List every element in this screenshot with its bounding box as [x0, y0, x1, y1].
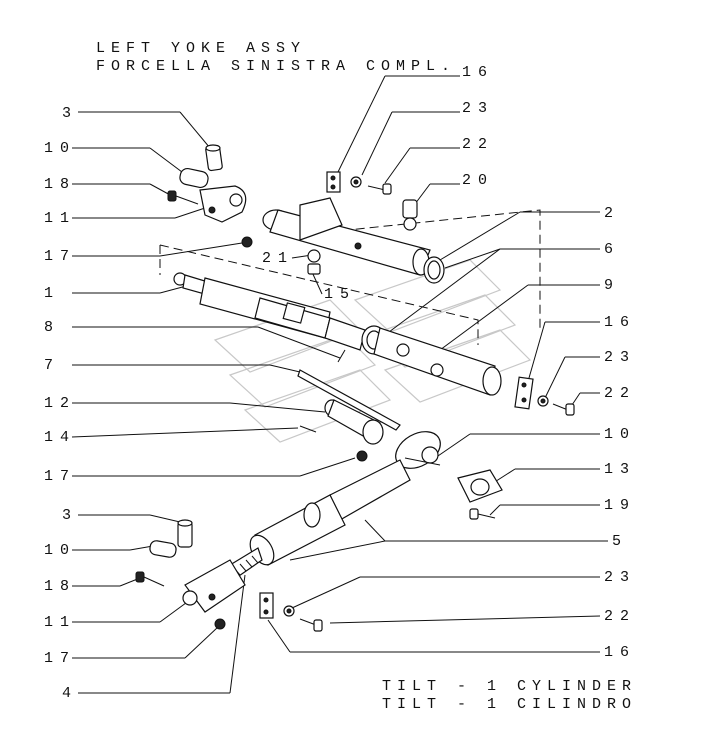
- screw-22-right: [552, 403, 575, 416]
- pin-8: [337, 349, 346, 363]
- callout-label: 17: [44, 248, 76, 265]
- callout-label: 4: [62, 685, 78, 702]
- callout-label: 5: [612, 533, 628, 550]
- callout-label: 19: [604, 497, 636, 514]
- callout-label: 3: [62, 105, 78, 122]
- callout-label: 21: [262, 250, 294, 267]
- left-callouts: 3 10 18 11 17 1 8 7 12 14 17 3 10 18 11 …: [44, 105, 356, 702]
- washer-23-bottom: [283, 605, 295, 617]
- callout-label: 13: [604, 461, 636, 478]
- callout-label: 10: [604, 426, 636, 443]
- callout-label: 8: [44, 319, 60, 336]
- callout-label: 15: [324, 286, 356, 303]
- footer-title-it: TILT - 1 CILINDRO: [382, 696, 637, 713]
- callout-label: 23: [462, 100, 494, 117]
- flange-13: [457, 469, 503, 503]
- rod-upper: [173, 272, 366, 351]
- header-title-en: LEFT YOKE ASSY: [96, 40, 306, 57]
- callout-label: 22: [604, 385, 636, 402]
- bushing-top: [179, 167, 209, 189]
- plate-right: [514, 376, 534, 410]
- yoke-bottom: [182, 559, 246, 613]
- screw-top: [167, 190, 199, 205]
- callout-label: 16: [462, 64, 494, 81]
- washer-23-right: [537, 395, 549, 407]
- clevis-10-mid: [395, 431, 441, 469]
- screw-19: [469, 508, 496, 520]
- plate-top: [326, 171, 341, 193]
- callout-label: 17: [44, 650, 76, 667]
- callout-label: 12: [44, 395, 76, 412]
- callout-label: 6: [604, 241, 620, 258]
- callout-label: 9: [604, 277, 620, 294]
- callout-label: 18: [44, 578, 76, 595]
- callout-label: 22: [462, 136, 494, 153]
- cylinder-lower: [249, 459, 411, 566]
- callout-label: 22: [604, 608, 636, 625]
- callout-label: 23: [604, 349, 636, 366]
- callout-label: 23: [604, 569, 636, 586]
- callout-label: 11: [44, 210, 76, 227]
- pin-3-bottom: [177, 519, 193, 548]
- callout-label: 7: [44, 357, 60, 374]
- callout-label: 11: [44, 614, 76, 631]
- nut-17-mid: [356, 450, 368, 462]
- callout-label: 20: [462, 172, 494, 189]
- callout-label: 1: [44, 285, 60, 302]
- screw-22-bottom: [299, 618, 323, 632]
- footer-title-en: TILT - 1 CYLINDER: [382, 678, 637, 695]
- seal-ring: [423, 256, 445, 284]
- callout-label: 2: [604, 205, 620, 222]
- callout-label: 16: [604, 644, 636, 661]
- callout-label: 10: [44, 542, 76, 559]
- callout-label: 14: [44, 429, 76, 446]
- fitting-20: [402, 199, 418, 231]
- callout-label: 10: [44, 140, 76, 157]
- callout-label: 16: [604, 314, 636, 331]
- nut-17-bottom: [214, 618, 226, 630]
- callout-label: 17: [44, 468, 76, 485]
- callout-label: 3: [62, 507, 78, 524]
- callout-label: 18: [44, 176, 76, 193]
- pin-top: [205, 144, 223, 172]
- nut-top: [241, 236, 253, 248]
- screw-22-top: [367, 183, 392, 195]
- yoke-top: [199, 185, 247, 223]
- cylinder-lower-body: [361, 325, 502, 396]
- plate-bottom: [259, 592, 274, 619]
- shaft-12: [324, 399, 384, 445]
- bushing-10-bottom: [149, 540, 177, 558]
- assembly-dashed-box: [159, 209, 541, 345]
- small-fitting-21-15: [307, 249, 321, 275]
- header-title-it: FORCELLA SINISTRA COMPL.: [96, 58, 456, 75]
- right-callouts: 16 23 22 20 2 21 15 6 9 16 23 22 10 13 1…: [262, 64, 636, 661]
- screw-18-bottom: [135, 571, 165, 587]
- pin-14: [299, 425, 317, 433]
- rod-7: [297, 369, 401, 431]
- washer-23-top: [350, 176, 362, 188]
